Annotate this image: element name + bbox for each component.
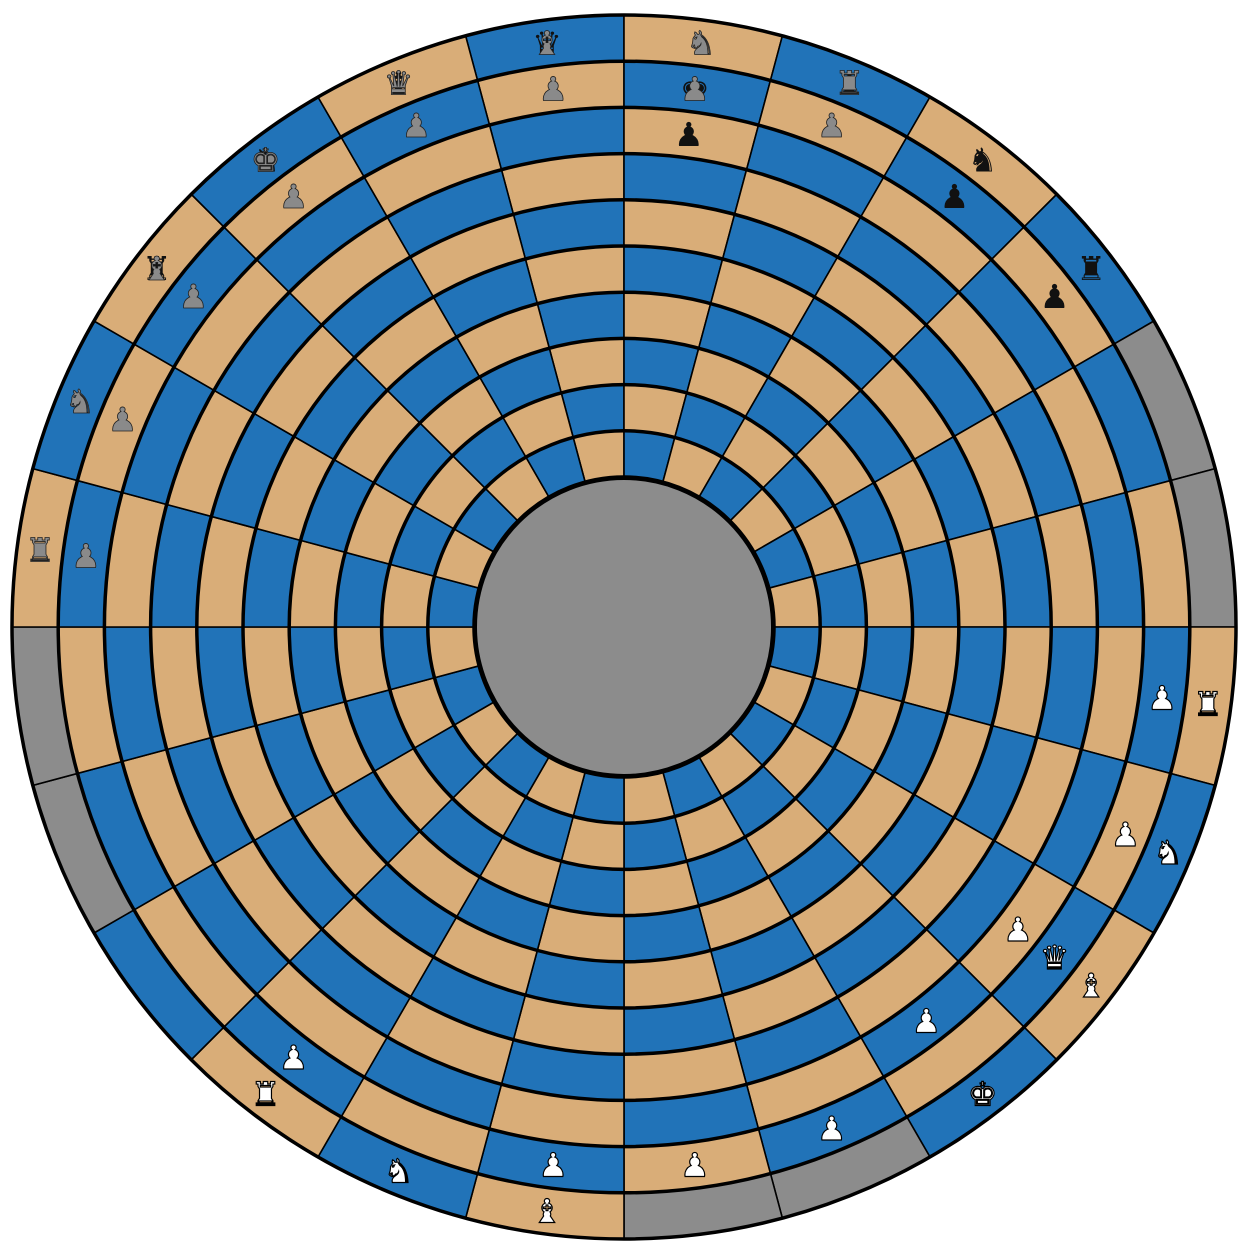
white-king-icon[interactable]: ♚ (967, 1074, 998, 1114)
black-knight-icon[interactable]: ♞ (251, 140, 281, 179)
black-pawn-icon[interactable]: ♟ (538, 69, 568, 108)
ring-line (148, 151, 1100, 1103)
black-bishop-icon[interactable]: ♝ (835, 63, 865, 102)
white-pawn-icon[interactable]: ♟ (911, 1001, 942, 1041)
gray-pawn-icon[interactable]: ♟ (278, 176, 309, 216)
white-pawn-icon[interactable]: ♟ (1147, 678, 1178, 718)
white-knight-icon[interactable]: ♞ (1153, 832, 1184, 872)
black-rook-icon[interactable]: ♜ (1076, 249, 1106, 288)
gray-rook-icon[interactable]: ♜ (834, 63, 865, 103)
ring-line (241, 244, 1007, 1010)
white-bishop-icon[interactable]: ♝ (532, 1191, 563, 1231)
gray-pawn-icon[interactable]: ♟ (401, 106, 432, 146)
gray-pawn-icon[interactable]: ♟ (680, 69, 710, 109)
gray-pawn-icon[interactable]: ♟ (538, 69, 568, 109)
gray-queen-icon[interactable]: ♛ (383, 63, 414, 103)
ring-line (195, 198, 1053, 1056)
ring-line (102, 105, 1146, 1149)
gray-knight-icon[interactable]: ♞ (65, 382, 95, 422)
black-queen-icon[interactable]: ♛ (532, 24, 562, 63)
black-pawn-icon[interactable]: ♟ (402, 106, 432, 145)
black-pawn-icon[interactable]: ♟ (817, 106, 847, 145)
ring-line (379, 382, 869, 872)
black-rook-icon[interactable]: ♜ (142, 249, 172, 288)
gray-bishop-icon[interactable]: ♝ (532, 23, 562, 63)
black-king-icon[interactable]: ♚ (680, 69, 710, 108)
ring-lines (10, 13, 1238, 1241)
white-rook-icon[interactable]: ♜ (250, 1074, 281, 1114)
gray-king-icon[interactable]: ♚ (250, 140, 281, 180)
gray-pawn-icon[interactable]: ♟ (71, 536, 101, 576)
white-pawn-icon[interactable]: ♟ (816, 1108, 847, 1148)
white-knight-icon[interactable]: ♞ (383, 1151, 414, 1191)
white-queen-icon[interactable]: ♛ (1039, 937, 1070, 977)
white-bishop-icon[interactable]: ♝ (1076, 965, 1107, 1005)
ring-line (10, 13, 1238, 1241)
ring-line (333, 336, 915, 918)
gray-pawn-icon[interactable]: ♟ (817, 106, 847, 146)
gray-pawn-icon[interactable]: ♟ (107, 399, 138, 439)
white-pawn-icon[interactable]: ♟ (679, 1145, 710, 1185)
center-void (473, 476, 775, 778)
white-pawn-icon[interactable]: ♟ (278, 1037, 309, 1077)
black-pawn-icon[interactable]: ♟ (179, 277, 209, 316)
white-pawn-icon[interactable]: ♟ (1003, 909, 1034, 949)
gray-knight-icon[interactable]: ♞ (686, 23, 716, 63)
black-pawn-icon[interactable]: ♟ (1040, 277, 1070, 316)
black-pawn-icon[interactable]: ♟ (279, 177, 309, 216)
gray-rook-icon[interactable]: ♜ (25, 530, 55, 570)
black-pawn-icon[interactable]: ♟ (674, 115, 704, 154)
black-bishop-icon[interactable]: ♝ (384, 63, 414, 102)
black-pawn-icon[interactable]: ♟ (940, 177, 970, 216)
pieces-layer: ♜♞♝♛♚♝♞♜♟♟♟♟♟♟♟♟♜♞♝♛♚♝♞♜♟♟♟♟♟♟♟♟♜♞♝♚♛♝♞♜… (25, 23, 1224, 1231)
ring-line (56, 59, 1192, 1195)
white-pawn-icon[interactable]: ♟ (1110, 815, 1141, 855)
ring-line (426, 429, 822, 825)
gray-bishop-icon[interactable]: ♝ (142, 249, 172, 289)
gray-pawn-icon[interactable]: ♟ (178, 277, 209, 317)
ring-line (287, 290, 961, 964)
white-rook-icon[interactable]: ♜ (1193, 684, 1224, 724)
black-knight-icon[interactable]: ♞ (968, 140, 998, 179)
white-pawn-icon[interactable]: ♟ (538, 1145, 569, 1185)
